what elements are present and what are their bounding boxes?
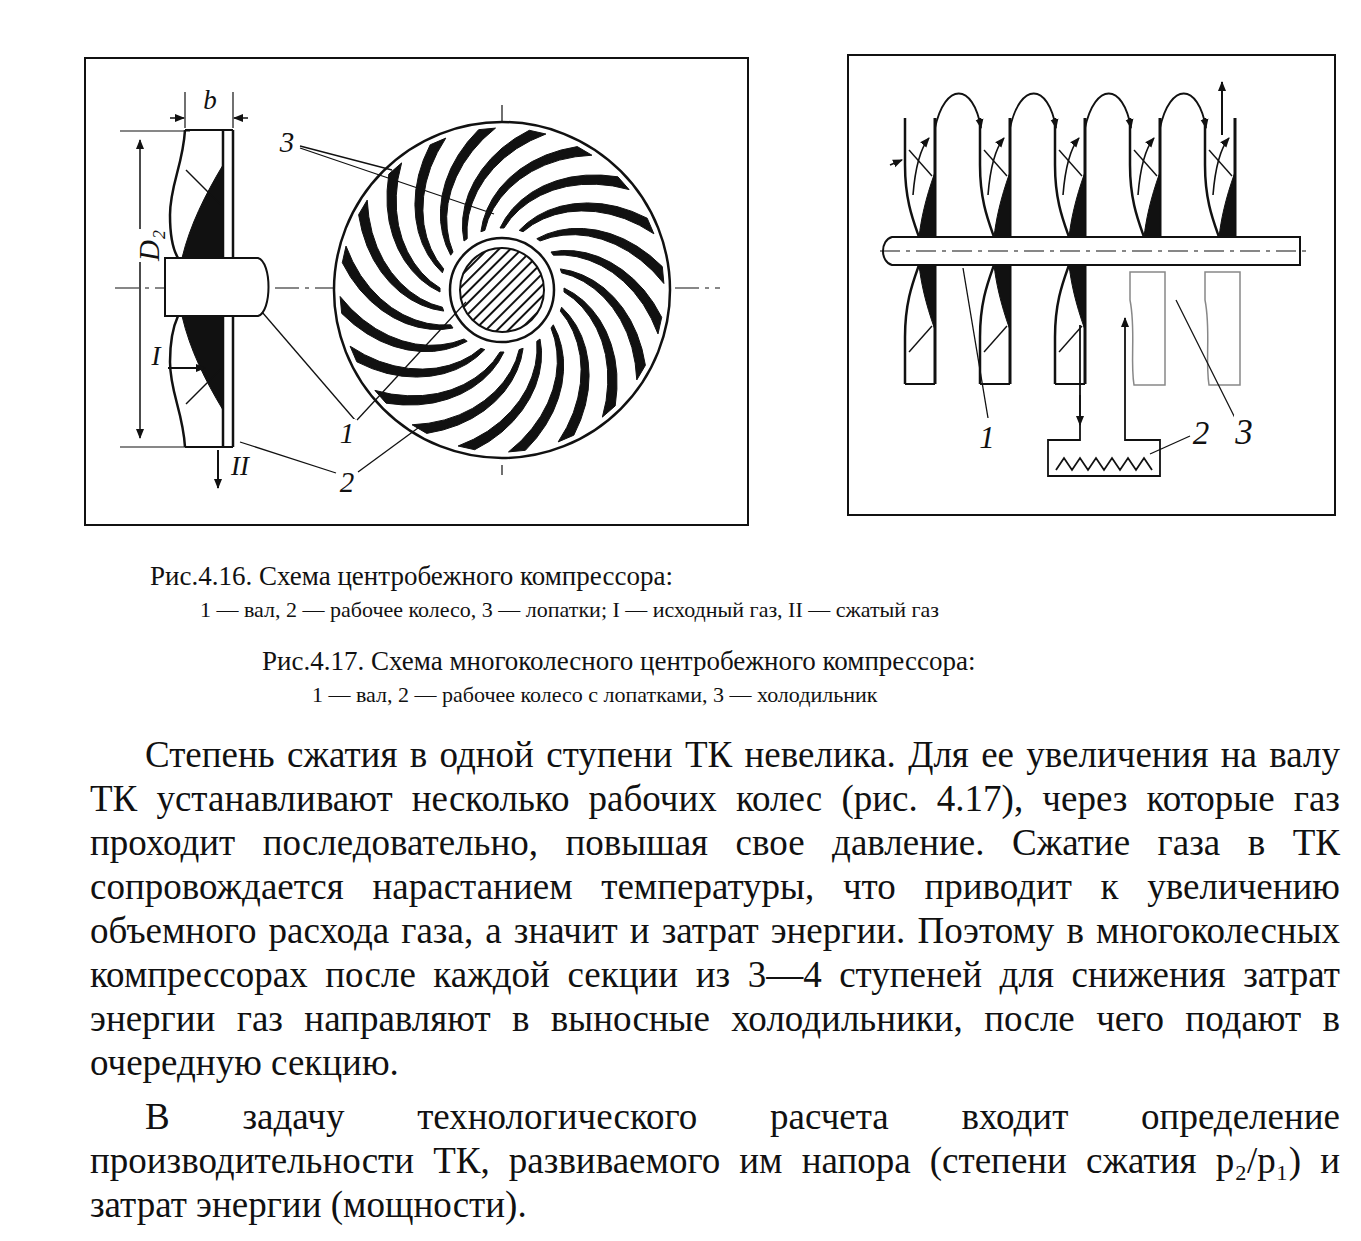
callout-number: 2 [339,468,356,497]
extension-line [184,92,185,128]
rim [185,129,233,131]
blade-section [1069,172,1085,237]
rim [980,383,1010,385]
body-paragraph: В задачу технологического расчета входит… [90,1095,1340,1227]
figure-frame [848,55,1335,515]
shroud [1130,118,1144,237]
flow-arrow [913,138,929,195]
leader-line [1176,300,1235,418]
dimension-line [234,117,248,119]
cooler-loop [1048,318,1160,476]
leader-line [358,428,418,472]
blade-edge [909,326,932,352]
flow-arrow [935,94,981,129]
figure-caption: 1 — вал, 2 — рабочее колесо, 3 — лопатки… [200,597,939,623]
flow-arrow [1010,94,1056,129]
center-line [880,250,1310,251]
shroud [1055,118,1069,237]
figure-caption: 1 — вал, 2 — рабочее колесо с лопатками,… [312,682,877,708]
blade [375,352,504,405]
dimension-label: D₂ [136,228,165,261]
shroud [170,316,185,447]
dimension-label: b [202,87,218,114]
blade [441,128,496,255]
callout-number: 3 [279,128,296,157]
flow-arrow [1085,94,1131,129]
leader-line [262,312,355,420]
blade-section [182,316,223,410]
figure-caption: Рис.4.17. Схема многоколесного центробеж… [262,645,975,677]
flow-arrow [1138,138,1154,195]
blade-section [919,265,935,330]
blade [537,229,664,284]
impeller-disk [334,122,670,458]
shroud [980,118,994,237]
blade-section [919,172,935,237]
flow-label: I [151,343,162,370]
callout-number: 3 [1234,415,1254,450]
callout-number: 2 [1192,417,1211,450]
blade [560,269,645,380]
shroud [1205,118,1219,237]
flow-arrow [1213,138,1229,195]
leader-line [357,302,466,420]
blade [509,325,564,452]
blade [340,297,467,352]
callout-number: 1 [978,422,996,453]
flow-arrow [988,138,1004,195]
cooler-coil [1056,458,1152,470]
flow-arrow [890,160,902,165]
leader-line [963,268,988,418]
leader-line [240,442,336,473]
blade [387,163,440,292]
leader-line [1150,436,1190,454]
flow-label: II [230,453,250,480]
shroud [170,130,185,258]
hub [450,238,554,342]
blade-edge [1059,326,1082,352]
dimension-line [139,140,141,438]
blade-section [994,172,1010,237]
dimension-line [170,117,184,119]
shaft-section [460,248,544,332]
blade [500,175,629,228]
flow-arrow [1160,94,1206,129]
flow-arrow [1079,395,1081,425]
figure-frame [85,58,748,525]
callout-number: 1 [339,419,356,448]
shroud [980,265,994,384]
blade-edge [186,369,221,404]
extension-line [120,446,220,447]
shroud [905,265,919,384]
blade [564,288,617,417]
extension-line [120,130,190,131]
blade-section [1219,172,1235,237]
shaft-stub [165,258,269,316]
gas-arrow [217,450,219,488]
rim [905,383,935,385]
blade-edge [984,326,1007,352]
shroud [905,118,919,237]
figure-caption: Рис.4.16. Схема центробежного компрессор… [150,560,673,592]
extension-line [232,92,233,128]
blade-section [994,265,1010,330]
shroud [1055,265,1069,384]
body-paragraph: Степень сжатия в одной ступени ТК невели… [90,733,1340,1085]
gas-arrow [1221,82,1223,135]
blade-section [1144,172,1160,237]
blade-section [1069,265,1085,330]
leader-line [300,146,392,170]
flow-arrow [1063,138,1079,195]
leader-line [300,148,494,214]
blade-section [182,165,223,258]
gas-arrow [168,367,205,369]
impeller-outline [1130,272,1165,385]
blade-edge [186,170,221,205]
